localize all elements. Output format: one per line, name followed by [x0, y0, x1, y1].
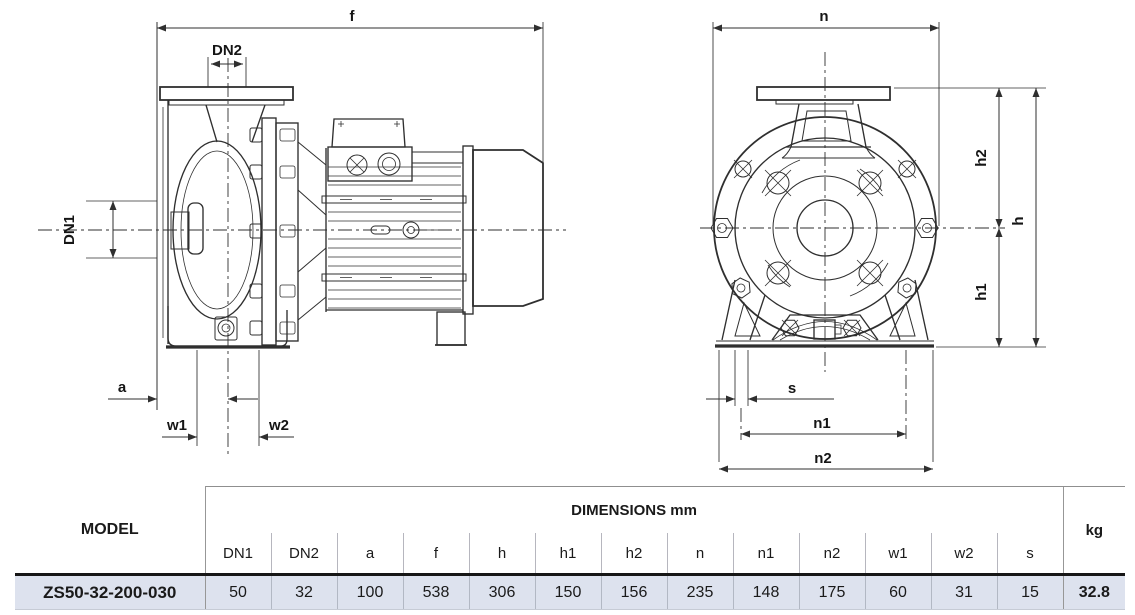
value-n1: 148 [732, 573, 799, 610]
col-header-dn1: DN1 [204, 533, 271, 575]
dim-s-n1-n2: s n1 n2 [706, 350, 934, 473]
dim-w1-w2: w1 w2 [162, 350, 294, 446]
dim-dn1: DN1 [61, 200, 157, 259]
value-h2: 156 [600, 573, 667, 610]
dim-label-h2: h2 [973, 149, 990, 167]
dimension-subheader-row: DN1 DN2 a f h h1 h2 n n1 n2 w1 w2 s [15, 533, 1125, 575]
flange-bolts [249, 127, 296, 336]
cable-gland [377, 152, 401, 176]
col-header-w1: w1 [864, 533, 931, 575]
model-column-header: MODEL [15, 486, 206, 575]
value-n: 235 [666, 573, 733, 610]
pump-casing-side [156, 22, 294, 410]
col-header-a: a [336, 533, 403, 575]
value-s: 15 [996, 573, 1064, 610]
dim-label-n2: n2 [814, 450, 832, 467]
dim-label-n: n [819, 8, 828, 25]
dim-f: f [157, 8, 544, 162]
value-h: 306 [468, 573, 535, 610]
col-header-n: n [666, 533, 733, 575]
dim-dn2: DN2 [207, 42, 247, 87]
motor-fins [328, 166, 461, 309]
support-struts [297, 141, 327, 321]
adapter-flange [249, 117, 327, 346]
side-view-drawing: f DN2 DN1 a [38, 8, 566, 458]
casing-bolts [710, 159, 939, 299]
dimensions-table: MODEL DIMENSIONS mm kg DN1 DN2 a f h h1 … [15, 486, 1126, 610]
value-w2: 31 [930, 573, 997, 610]
dim-label-w1: w1 [166, 417, 187, 434]
value-a: 100 [336, 573, 403, 610]
value-n2: 175 [798, 573, 865, 610]
col-header-n1: n1 [732, 533, 799, 575]
terminal-box [331, 118, 406, 148]
mounting-rail [321, 273, 467, 282]
pump-base [715, 279, 934, 348]
value-kg: 32.8 [1062, 573, 1126, 610]
col-header-dn2: DN2 [270, 533, 337, 575]
value-h1: 150 [534, 573, 601, 610]
dim-label-dn2: DN2 [212, 42, 242, 59]
col-header-h2: h2 [600, 533, 667, 575]
col-header-f: f [402, 533, 469, 575]
drain-plug [217, 319, 235, 337]
motor-end-cap [472, 149, 544, 307]
col-header-h1: h1 [534, 533, 601, 575]
dim-label-f: f [350, 8, 356, 25]
front-view-drawing: n h2 h1 h s [700, 8, 1046, 473]
value-dn1: 50 [204, 573, 271, 610]
dim-n: n [712, 8, 940, 226]
dim-label-h: h [1010, 216, 1027, 225]
col-header-n2: n2 [798, 533, 865, 575]
model-cell: ZS50-32-200-030 [15, 573, 206, 610]
dim-label-n1: n1 [813, 415, 831, 432]
kg-column-header: kg [1062, 486, 1126, 575]
cable-gland [346, 154, 368, 176]
dim-a: a [108, 379, 258, 403]
value-f: 538 [402, 573, 469, 610]
col-header-h: h [468, 533, 535, 575]
dim-label-s: s [788, 380, 796, 397]
pump-dimension-drawing: f DN2 DN1 a [38, 8, 1046, 473]
suction-port [187, 202, 204, 255]
col-header-w2: w2 [930, 533, 997, 575]
dim-label-w2: w2 [268, 417, 289, 434]
motor-side [321, 118, 544, 346]
dimensions-group-header: DIMENSIONS mm [205, 486, 1064, 533]
value-w1: 60 [864, 573, 931, 610]
dim-label-a: a [118, 379, 127, 396]
dim-label-h1: h1 [973, 283, 990, 301]
dim-label-dn1: DN1 [61, 215, 78, 245]
value-dn2: 32 [270, 573, 337, 610]
dim-h2-h1-h: h2 h1 h [894, 87, 1046, 348]
mounting-rail [321, 195, 467, 204]
motor-foot [436, 311, 466, 346]
col-header-s: s [996, 533, 1064, 575]
table-row: ZS50-32-200-030 50 32 100 538 306 150 15… [15, 573, 1126, 610]
